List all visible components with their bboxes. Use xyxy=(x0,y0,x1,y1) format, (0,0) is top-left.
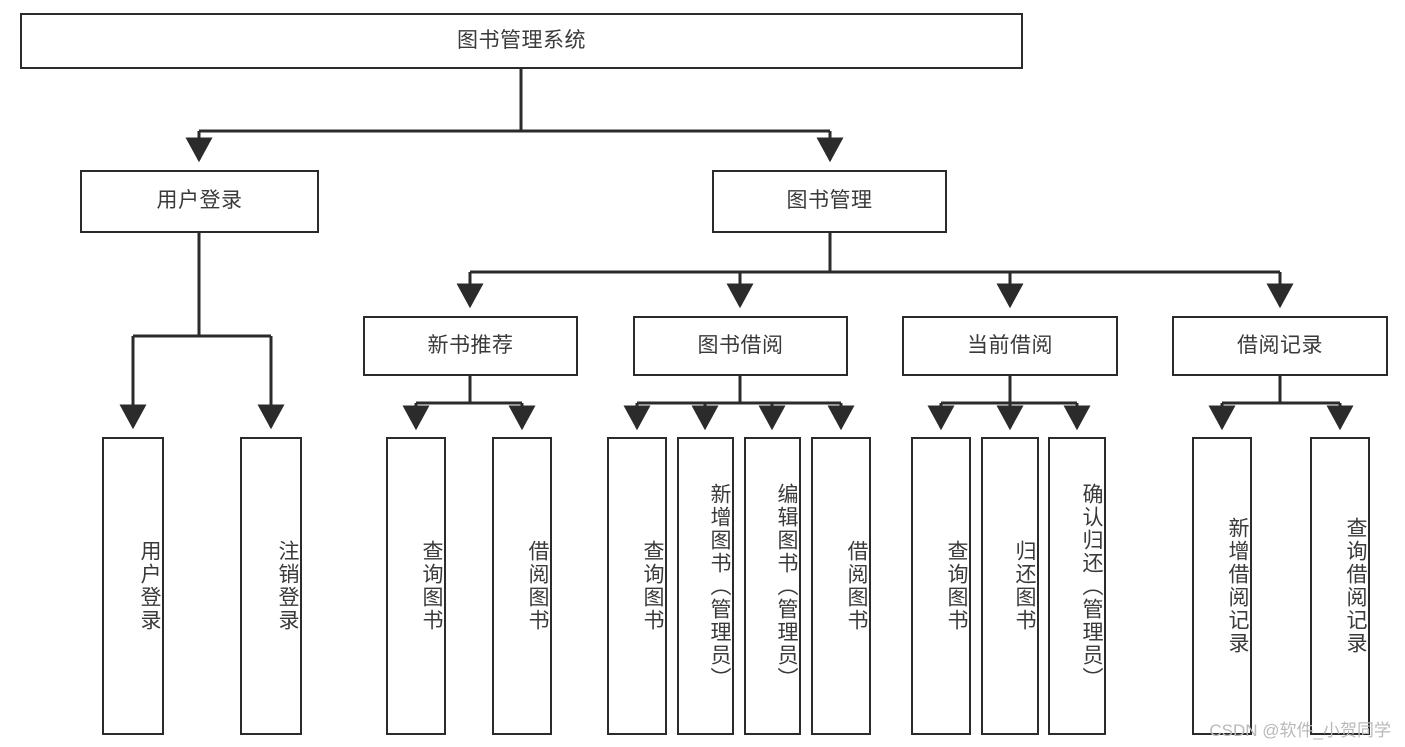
node-book-borrow[interactable]: 图书借阅 xyxy=(633,316,848,376)
node-leaf-current-borrow-3[interactable]: 确认归还（管理员） xyxy=(1048,437,1106,735)
node-leaf-current-borrow-1-label: 查询图书 xyxy=(945,540,968,632)
node-borrow-record-label: 借阅记录 xyxy=(1237,333,1323,357)
node-book-borrow-label: 图书借阅 xyxy=(697,333,784,357)
node-current-borrow-label: 当前借阅 xyxy=(967,333,1053,357)
node-leaf-user-login-2-label: 注销登录 xyxy=(276,540,299,632)
node-leaf-book-borrow-2[interactable]: 新增图书（管理员） xyxy=(677,437,734,735)
node-leaf-new-book-1-label: 查询图书 xyxy=(420,540,443,632)
node-leaf-user-login-1-label: 用户登录 xyxy=(138,540,161,632)
node-leaf-current-borrow-2[interactable]: 归还图书 xyxy=(981,437,1039,735)
node-leaf-current-borrow-2-label: 归还图书 xyxy=(1013,540,1036,632)
node-root-label: 图书管理系统 xyxy=(457,28,586,52)
node-leaf-borrow-record-1-label: 新增借阅记录 xyxy=(1226,517,1249,655)
node-leaf-current-borrow-1[interactable]: 查询图书 xyxy=(911,437,971,735)
node-leaf-book-borrow-3-label: 编辑图书（管理员） xyxy=(775,482,798,690)
node-leaf-borrow-record-1[interactable]: 新增借阅记录 xyxy=(1192,437,1252,735)
node-book-management[interactable]: 图书管理 xyxy=(712,170,947,233)
node-leaf-book-borrow-4[interactable]: 借阅图书 xyxy=(811,437,871,735)
node-book-management-label: 图书管理 xyxy=(786,189,873,213)
node-leaf-borrow-record-2[interactable]: 查询借阅记录 xyxy=(1310,437,1370,735)
node-leaf-book-borrow-2-label: 新增图书（管理员） xyxy=(708,482,731,690)
node-borrow-record[interactable]: 借阅记录 xyxy=(1172,316,1388,376)
node-current-borrow[interactable]: 当前借阅 xyxy=(902,316,1118,376)
node-new-book-recommend-label: 新书推荐 xyxy=(427,333,514,357)
node-leaf-book-borrow-1[interactable]: 查询图书 xyxy=(607,437,667,735)
node-leaf-borrow-record-2-label: 查询借阅记录 xyxy=(1344,517,1367,655)
node-user-login-label: 用户登录 xyxy=(156,189,243,213)
node-leaf-book-borrow-1-label: 查询图书 xyxy=(641,540,664,632)
node-root-book-management-system[interactable]: 图书管理系统 xyxy=(20,13,1023,69)
node-leaf-current-borrow-3-label: 确认归还（管理员） xyxy=(1080,482,1103,690)
node-leaf-new-book-2[interactable]: 借阅图书 xyxy=(492,437,552,735)
node-leaf-book-borrow-3[interactable]: 编辑图书（管理员） xyxy=(744,437,801,735)
node-leaf-new-book-2-label: 借阅图书 xyxy=(526,540,549,632)
node-leaf-user-login-1[interactable]: 用户登录 xyxy=(102,437,164,735)
node-user-login[interactable]: 用户登录 xyxy=(80,170,319,233)
watermark-text: CSDN @软件_小贺同学 xyxy=(1209,721,1391,740)
node-new-book-recommend[interactable]: 新书推荐 xyxy=(363,316,578,376)
node-leaf-user-login-2[interactable]: 注销登录 xyxy=(240,437,302,735)
node-leaf-new-book-1[interactable]: 查询图书 xyxy=(386,437,446,735)
node-leaf-book-borrow-4-label: 借阅图书 xyxy=(845,540,868,632)
